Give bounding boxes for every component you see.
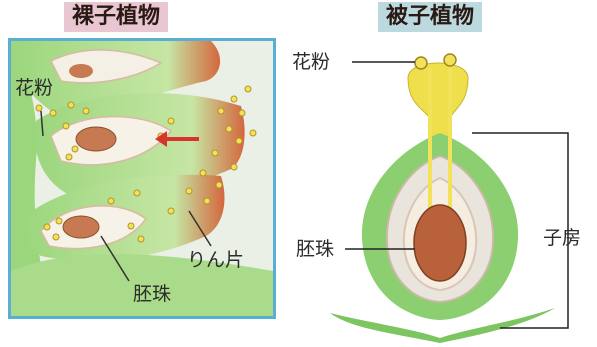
angiosperm-title: 被子植物: [378, 2, 482, 32]
pollen-grain: [444, 54, 456, 66]
gymnosperm-diagram-panel: 花粉 りん片 胚珠: [8, 38, 276, 319]
ovule-bottom: [63, 216, 99, 238]
gymno-scale-label: りん片: [187, 249, 244, 271]
ovule-middle: [76, 127, 116, 151]
cone-scale-bottom: [24, 175, 224, 261]
gymno-pollen-label: 花粉: [15, 77, 53, 99]
angio-ovary-label: 子房: [543, 227, 581, 249]
angio-ovule-label: 胚珠: [296, 238, 334, 260]
ovule: [414, 205, 466, 281]
gymnosperm-title: 裸子植物: [64, 2, 168, 32]
pollen-grain: [415, 57, 427, 69]
gymno-ovule-label: 胚珠: [133, 283, 171, 305]
angio-pollen-label: 花粉: [292, 51, 330, 73]
angiosperm-illustration: [290, 38, 590, 343]
